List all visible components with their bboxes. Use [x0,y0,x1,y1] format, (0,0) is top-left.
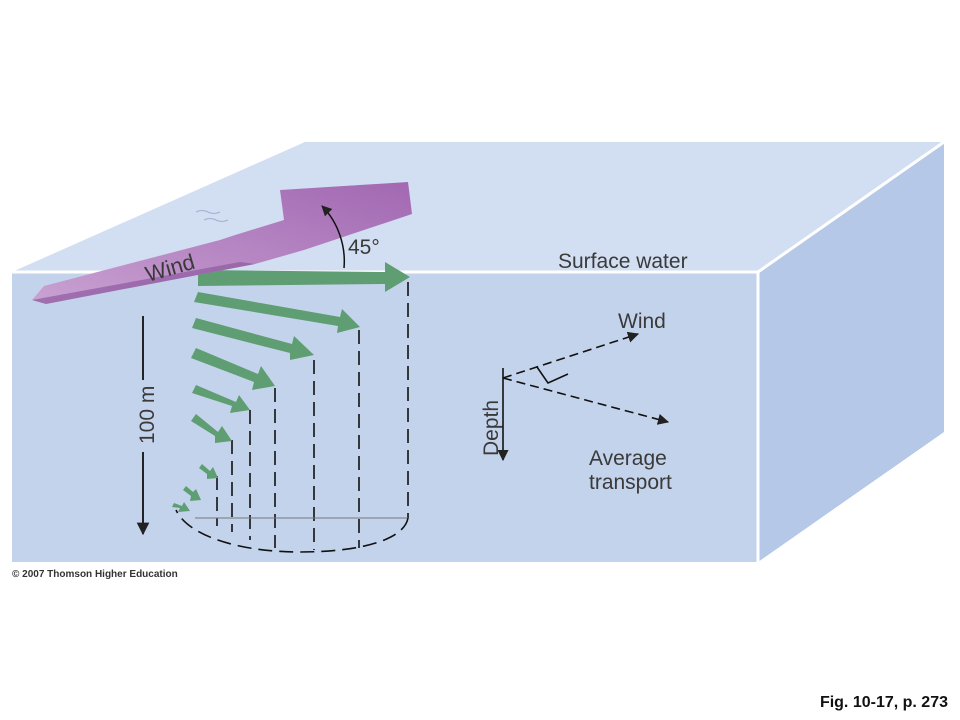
current-arrow-4 [191,348,275,390]
current-arrow-2 [194,292,360,333]
inset-transport-line [502,377,670,425]
average-transport-label-line2: transport [589,471,672,494]
current-arrow-9 [172,502,190,512]
depth-scale-label: 100 m [136,386,159,444]
angle-label: 45° [348,236,380,259]
average-transport-label-line1: Average [589,447,667,470]
surface-ripples [195,210,229,222]
inset-right-angle-mark [536,366,569,385]
current-arrow-6 [191,414,232,443]
wind-arrow-edge [32,262,255,304]
ekman-current-arrows [172,262,410,512]
inset-wind-label: Wind [618,310,666,333]
water-block-side [758,142,944,562]
current-arrow-5 [192,385,250,413]
water-block-front [12,272,758,562]
inset-depth-label: Depth [480,400,503,456]
current-arrow-8 [183,486,201,501]
copyright-notice: © 2007 Thomson Higher Education [12,569,178,580]
wind-arrow [32,182,412,304]
spiral-base-ellipse [175,509,409,553]
figure-reference: Fig. 10-17, p. 273 [819,694,948,711]
angle-arc [321,205,346,269]
surface-water-label: Surface water [558,250,688,273]
current-arrow-7 [199,464,218,479]
current-arrow-3 [192,318,314,360]
inset-wind-line [502,331,640,379]
current-arrow-surface [198,262,410,292]
